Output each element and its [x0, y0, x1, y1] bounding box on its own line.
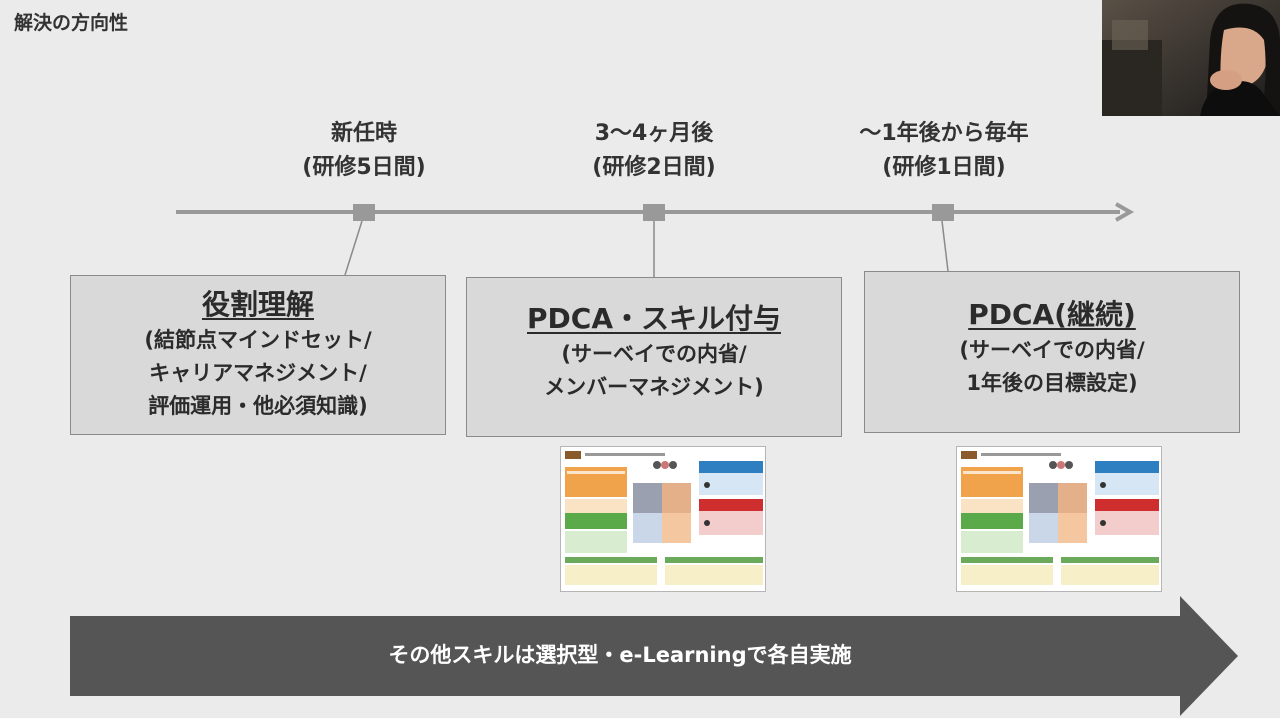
survey-report-thumbnail-2	[956, 446, 1162, 592]
phase-timing: 3〜4ヶ月後	[594, 121, 714, 146]
box-line: (結節点マインドセット/	[144, 328, 372, 352]
phase-detail: (研修1日間)	[882, 155, 1006, 180]
webcam-video	[1102, 0, 1280, 116]
bottom-arrow-text: その他スキルは選択型・e-Learningで各自実施	[388, 643, 852, 667]
phase-label-2: 3〜4ヶ月後 (研修2日間)	[524, 117, 784, 185]
box-title: PDCA・スキル付与	[527, 302, 781, 335]
phase-timing: 新任時	[330, 121, 397, 146]
box-line: 1年後の目標設定)	[966, 371, 1138, 395]
box-line: (サーベイでの内省/	[561, 342, 747, 366]
connector-3	[941, 220, 949, 272]
box-role-understanding: 役割理解 (結節点マインドセット/ キャリアマネジメント/ 評価運用・他必須知識…	[70, 275, 446, 435]
box-pdca-continuation: PDCA(継続) (サーベイでの内省/ 1年後の目標設定)	[864, 271, 1240, 433]
connector-1	[344, 220, 363, 276]
phase-detail: (研修2日間)	[592, 155, 716, 180]
phase-timing: 〜1年後から毎年	[859, 121, 1029, 146]
phase-label-3: 〜1年後から毎年 (研修1日間)	[814, 117, 1074, 185]
survey-report-thumbnail-1	[560, 446, 766, 592]
bottom-arrow	[70, 596, 1238, 716]
phase-label-1: 新任時 (研修5日間)	[234, 117, 494, 185]
box-pdca-skills: PDCA・スキル付与 (サーベイでの内省/ メンバーマネジメント)	[466, 277, 842, 437]
box-line: (サーベイでの内省/	[959, 338, 1145, 362]
timeline-arrowhead	[1115, 202, 1135, 222]
timeline-marker-1	[353, 204, 375, 221]
timeline-marker-2	[643, 204, 665, 221]
webcam-person-image	[1102, 0, 1280, 116]
box-title: 役割理解	[201, 288, 314, 321]
box-line: 評価運用・他必須知識)	[148, 394, 368, 418]
phase-detail: (研修5日間)	[302, 155, 426, 180]
box-title: PDCA(継続)	[968, 298, 1136, 331]
timeline-marker-3	[932, 204, 954, 221]
slide-title: 解決の方向性	[14, 12, 129, 34]
box-line: メンバーマネジメント)	[544, 375, 764, 399]
box-line: キャリアマネジメント/	[149, 361, 367, 385]
